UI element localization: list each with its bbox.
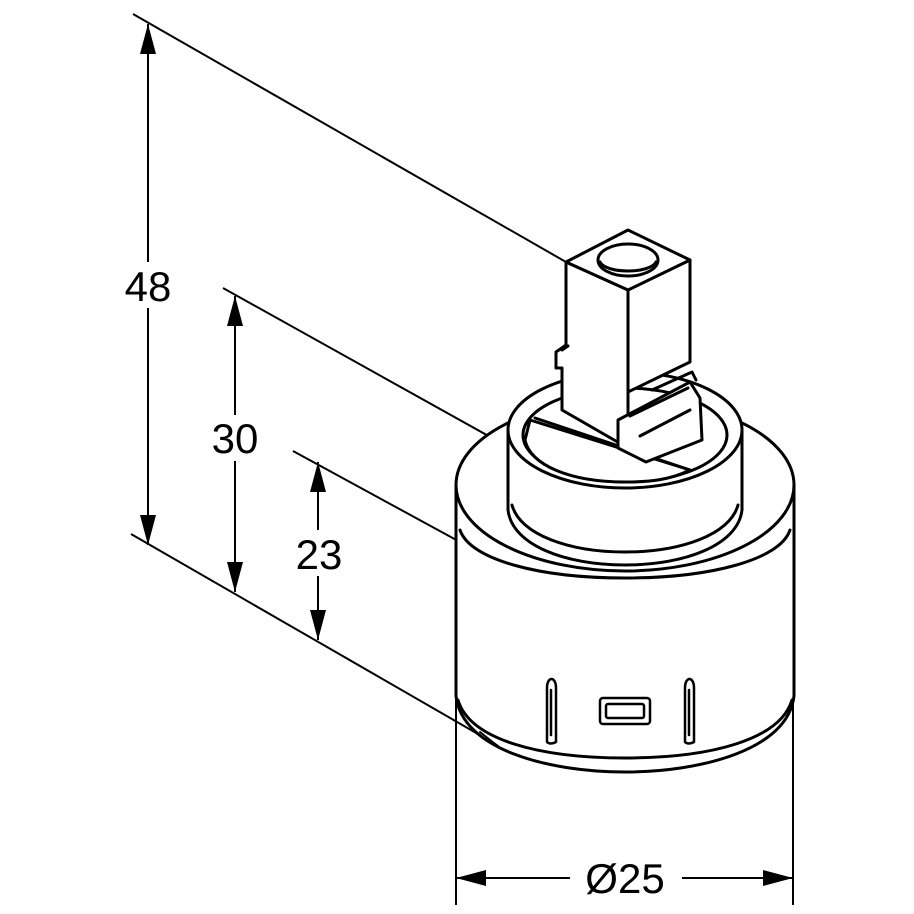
base-slots bbox=[545, 677, 696, 745]
cylinder-top-edge bbox=[458, 528, 792, 580]
dimension-label-48: 48 bbox=[125, 263, 172, 310]
cylinder-bottom-rim bbox=[456, 698, 794, 760]
dimension-label-diameter: Ø25 bbox=[585, 855, 664, 902]
dimension-label-30: 30 bbox=[212, 415, 259, 462]
extension-line-mid bbox=[222, 287, 511, 449]
inner-disc-shade bbox=[523, 418, 692, 484]
extension-line-top bbox=[132, 13, 567, 263]
lever-tab bbox=[616, 380, 704, 464]
dimension-label-23: 23 bbox=[296, 531, 343, 578]
cartridge-body bbox=[454, 228, 796, 774]
